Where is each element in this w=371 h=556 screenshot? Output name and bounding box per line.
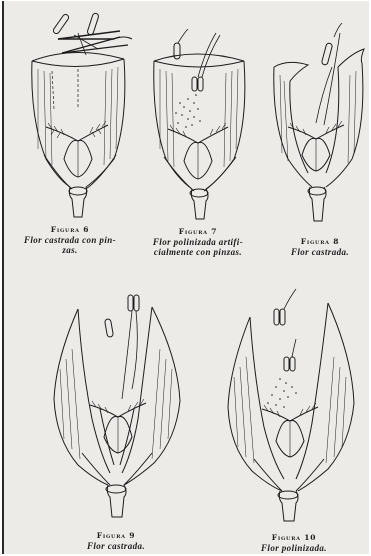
figure-10-drawing xyxy=(224,287,356,527)
plate-edge xyxy=(2,1,4,554)
figure-7-caption: Figura 7 Flor polinizada artifi- cialmen… xyxy=(134,227,262,257)
figure-10-title: Figura 10 xyxy=(240,533,348,543)
figure-8-drawing xyxy=(268,23,368,229)
figure-9-title: Figura 9 xyxy=(64,531,168,541)
figure-7-line-1: Flor polinizada artifi- xyxy=(134,237,262,247)
figure-8-title: Figura 8 xyxy=(272,237,368,247)
figure-6-title: Figura 6 xyxy=(10,225,130,235)
figure-8-line-1: Flor castrada. xyxy=(272,247,368,257)
figure-6-line-1: Flor castrada con pin- xyxy=(10,235,130,245)
figure-10-caption: Figura 10 Flor polinizada. xyxy=(240,533,348,553)
figure-9-caption: Figura 9 Flor castrada. xyxy=(64,531,168,551)
figure-7-line-2: cialmente con pinzas. xyxy=(134,247,262,257)
figure-9-drawing xyxy=(48,289,184,525)
figure-8-caption: Figura 8 Flor castrada. xyxy=(272,237,368,257)
figure-7-title: Figura 7 xyxy=(134,227,262,237)
figure-6-drawing xyxy=(24,9,134,221)
figure-9-line-1: Flor castrada. xyxy=(64,541,168,551)
figure-6-caption: Figura 6 Flor castrada con pin- zas. xyxy=(10,225,130,255)
figure-10-line-1: Flor polinizada. xyxy=(240,543,348,553)
figure-6-line-2: zas. xyxy=(10,245,130,255)
figure-7-drawing xyxy=(148,29,248,225)
